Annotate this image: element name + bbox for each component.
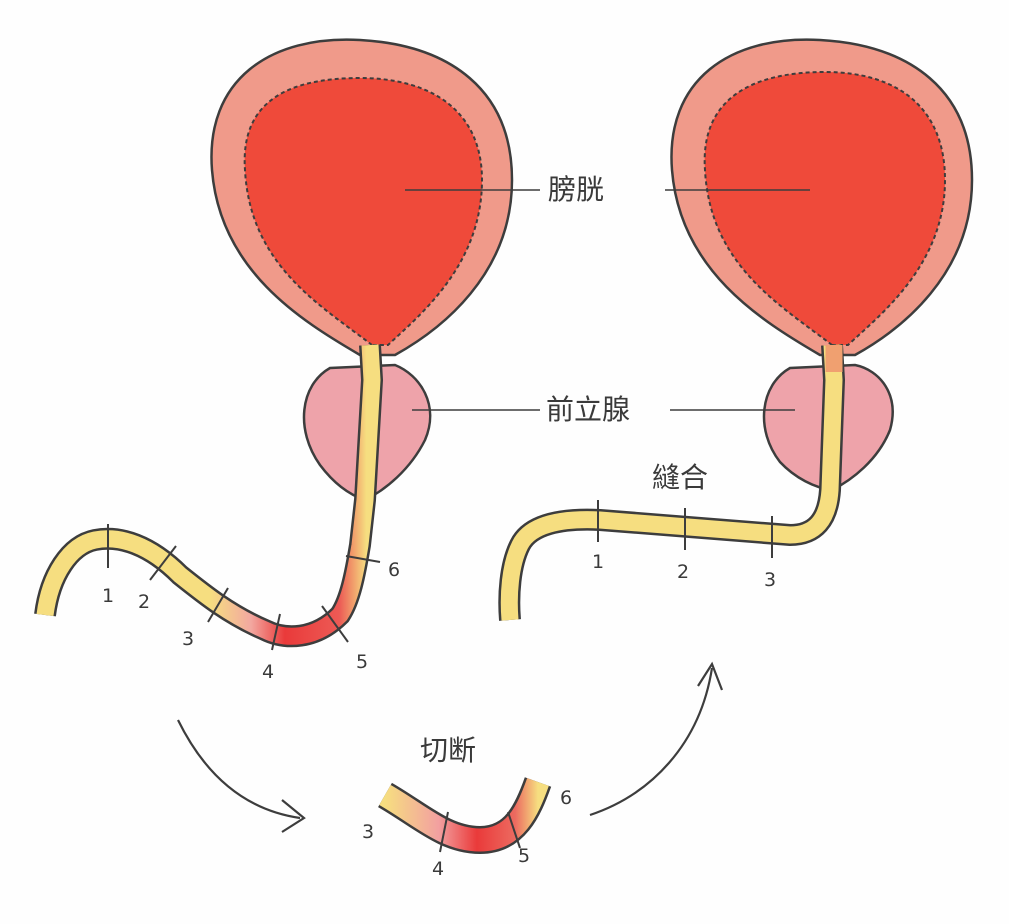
right-anatomy [498, 38, 974, 621]
label-bladder: 膀胱 [548, 173, 604, 206]
label-prostate: 前立腺 [546, 393, 630, 426]
left-marker-5: 5 [356, 651, 368, 673]
cut-marker-6: 6 [560, 787, 572, 809]
left-tick-2 [149, 545, 177, 581]
left-marker-6: 6 [388, 559, 400, 581]
right-bladder-lumen [703, 70, 947, 346]
cut-tick-5 [507, 811, 521, 849]
cut-marker-4: 4 [432, 858, 444, 880]
cut-marker-5: 5 [518, 845, 530, 867]
right-urethra-fill [500, 344, 843, 621]
left-marker-3: 3 [182, 628, 194, 650]
left-tick-3 [207, 587, 229, 623]
label-suture: 縫合 [652, 461, 708, 494]
right-marker-1: 1 [592, 551, 604, 573]
cut-marker-3: 3 [362, 821, 374, 843]
arrow-to-cut [177, 719, 306, 833]
cut-segment [377, 777, 552, 855]
label-cut: 切断 [420, 734, 476, 767]
left-bladder-lumen [243, 76, 484, 346]
arrow-to-suture [589, 661, 724, 817]
left-marker-1: 1 [102, 585, 114, 607]
left-tick-4 [271, 613, 281, 651]
left-marker-4: 4 [262, 661, 274, 683]
left-urethra-fill [36, 344, 381, 645]
cut-tick-4 [439, 811, 449, 853]
cut-segment-fill [379, 778, 549, 852]
right-marker-2: 2 [677, 561, 689, 583]
left-tick-6 [345, 555, 381, 563]
left-anatomy [34, 38, 540, 651]
left-tick-5 [321, 605, 349, 643]
left-marker-2: 2 [138, 591, 150, 613]
right-marker-3: 3 [764, 569, 776, 591]
